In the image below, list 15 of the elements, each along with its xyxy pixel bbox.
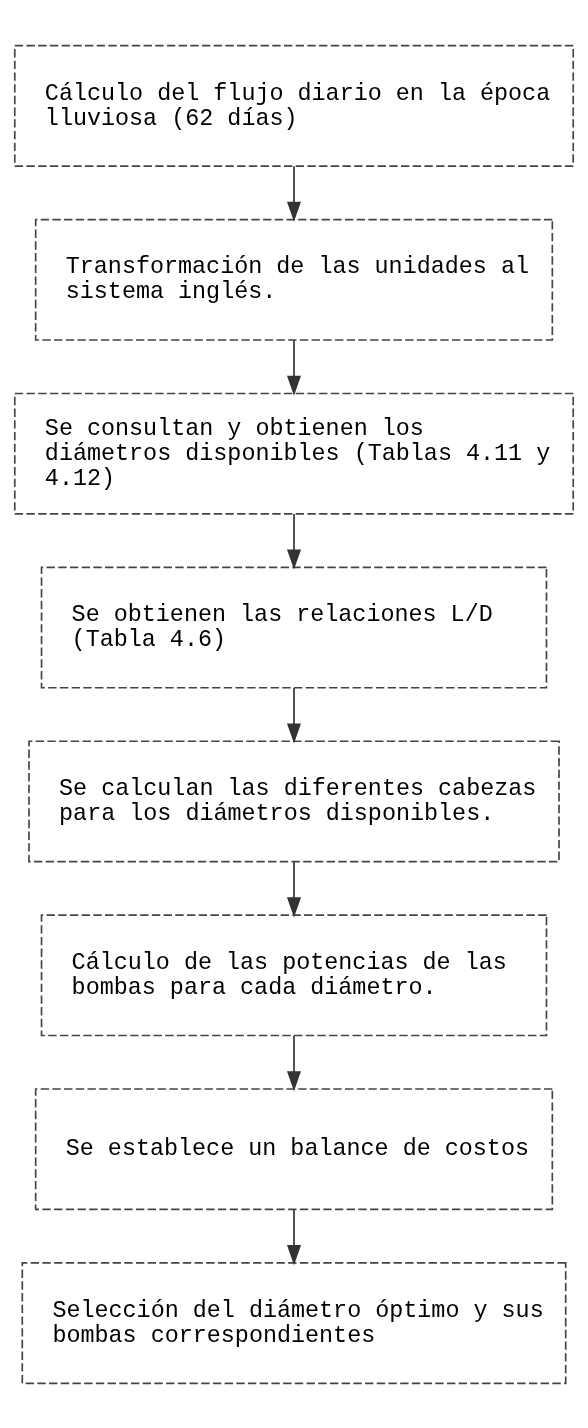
node-box: Se consultan y obtienen los diámetros disponibles (Tablas 4.11 y 4.12) — [13, 392, 575, 515]
arrow — [286, 860, 302, 917]
arrow — [286, 1208, 302, 1265]
arrow — [286, 338, 302, 396]
node-box: Transformación de las unidades al sistema inglés. — [34, 218, 554, 341]
arrow — [286, 686, 302, 743]
node-box: Se establece un balance de costos — [34, 1087, 554, 1210]
node-box: Cálculo del flujo diario en la época lluviosa (62 días) — [13, 44, 575, 167]
node-box: Selección del diámetro óptimo y sus bombas correspondientes — [21, 1261, 567, 1384]
arrow — [286, 512, 302, 570]
arrow — [286, 1034, 302, 1091]
node-box: Se calculan las diferentes cabezas para los diámetros disponibles. — [28, 739, 560, 862]
arrow — [286, 164, 302, 222]
node-box: Se obtienen las relaciones L/D (Tabla 4.6) — [40, 566, 548, 689]
node-box: Cálculo de las potencias de las bombas para cada diámetro. — [40, 913, 548, 1036]
